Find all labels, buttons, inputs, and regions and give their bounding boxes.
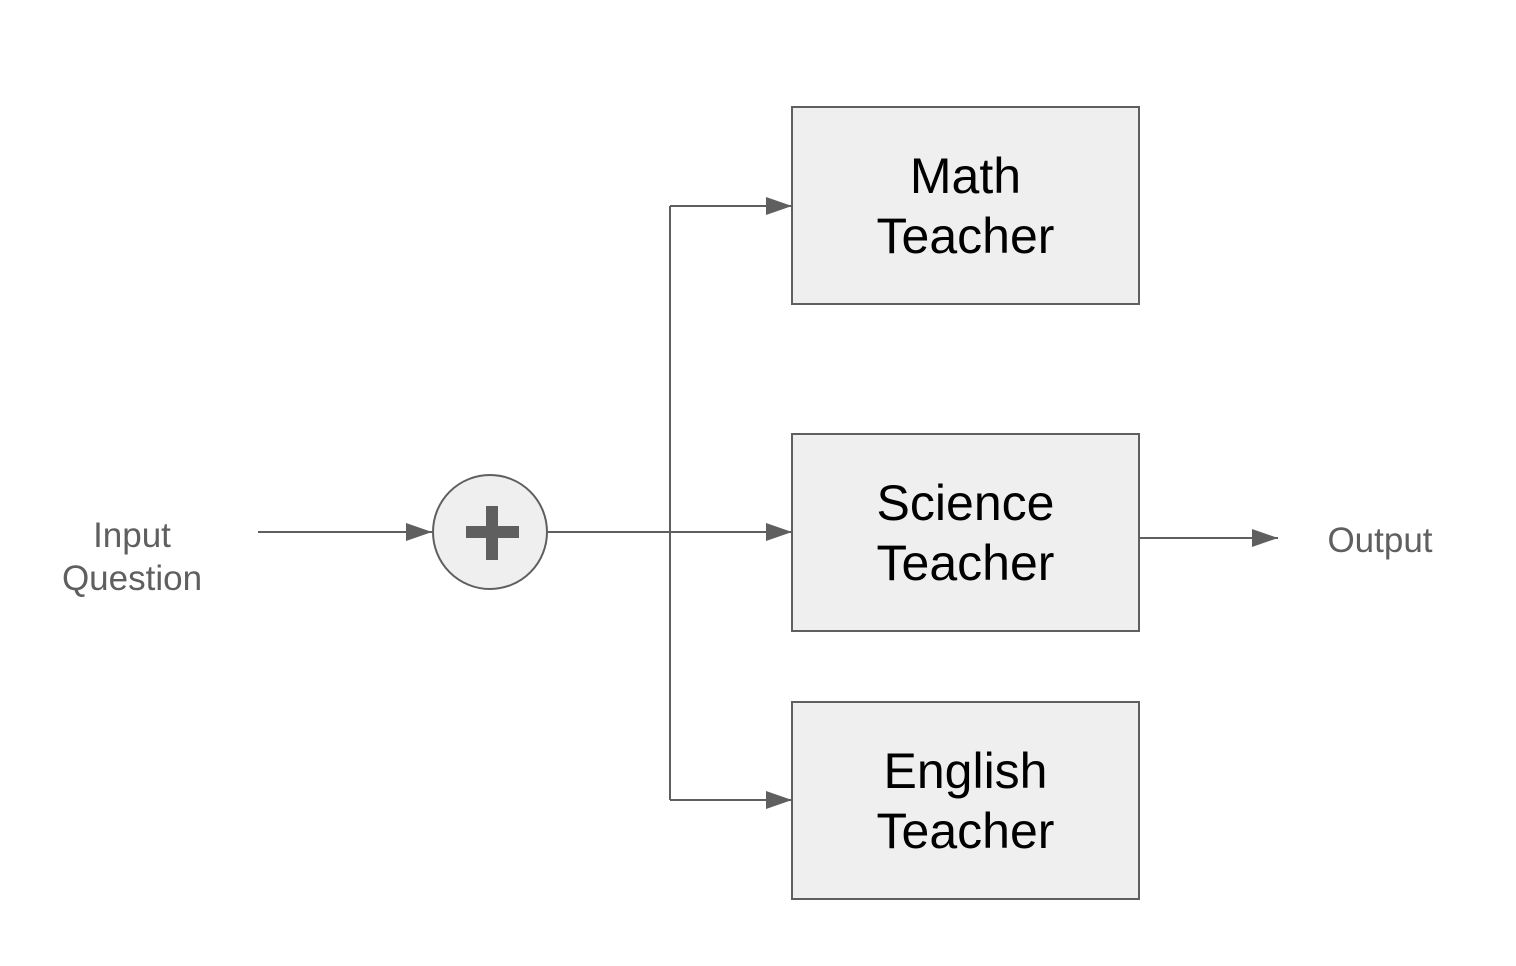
arrowhead-science — [766, 523, 792, 541]
science-teacher-box: Science Teacher — [791, 433, 1140, 632]
input-label-line1: Input — [93, 516, 171, 555]
input-question-label: Input Question — [42, 514, 222, 600]
plus-circle-icon — [432, 474, 548, 590]
arrowhead-english — [766, 791, 792, 809]
english-teacher-box: English Teacher — [791, 701, 1140, 900]
science-teacher-line2: Teacher — [876, 534, 1055, 591]
output-label-text: Output — [1327, 521, 1433, 560]
math-teacher-box: Math Teacher — [791, 106, 1140, 305]
math-teacher-line2: Teacher — [876, 207, 1055, 264]
arrowhead-output — [1252, 529, 1278, 547]
input-label-line2: Question — [61, 559, 203, 598]
output-label: Output — [1300, 519, 1460, 562]
arrowhead-math — [766, 197, 792, 215]
science-teacher-line1: Science — [876, 474, 1055, 531]
arrowhead-input — [406, 523, 432, 541]
english-teacher-line1: English — [883, 742, 1048, 799]
math-teacher-line1: Math — [909, 147, 1022, 204]
english-teacher-line2: Teacher — [876, 802, 1055, 859]
